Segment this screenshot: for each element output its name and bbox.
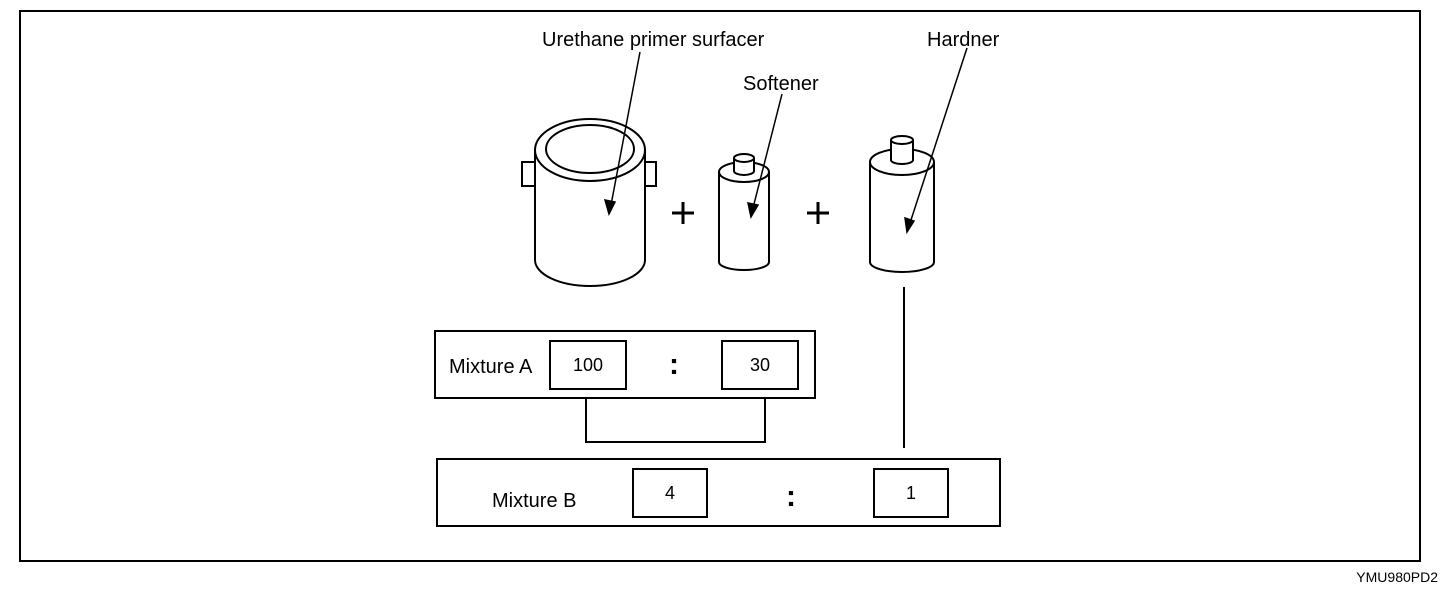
mixture-b-separator: : [786,480,796,513]
primer-label: Urethane primer surfacer [542,29,765,51]
hardener-leader-line [909,47,968,224]
mixture-b-right-value: 1 [873,468,949,518]
mixture-b-label: Mixture B [492,490,577,512]
mixture-a-separator: : [669,348,679,381]
primer-can-icon [521,118,657,287]
primer-arrowhead [603,199,617,217]
plus-icon [807,202,829,224]
softener-label: Softener [743,73,819,95]
leader-lines [603,47,968,235]
mixture-b-left-value: 4 [632,468,708,518]
primer-leader-line [610,51,641,206]
hardener-bottle-icon [869,135,935,273]
mixture-a-left-value: 100 [549,340,627,390]
mixture-b-left-value-text: 4 [664,482,675,503]
mixture-a-left-value-text: 100 [572,354,604,375]
plus-icon [672,202,694,224]
mixture-b-right-value-text: 1 [905,482,916,503]
softener-leader-line [752,93,783,209]
softener-bottle-icon [718,153,770,271]
softener-arrowhead [747,202,760,220]
hardener-label: Hardner [927,29,1000,51]
mixture-a-label: Mixture A [449,356,533,378]
diagram-frame [19,10,1421,562]
mixture-a-right-value: 30 [721,340,799,390]
hardener-arrowhead [904,216,916,235]
mixture-a-right-value-text: 30 [749,354,771,375]
connector-lines [585,287,905,448]
mixture-a-bracket [585,398,766,443]
figure-id: YMU980PD2 [1356,569,1438,585]
